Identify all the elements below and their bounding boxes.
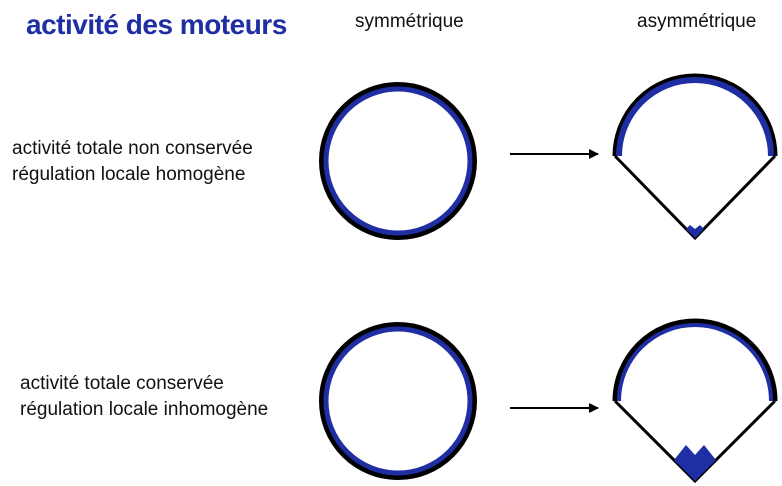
row-2-asymmetric-shape xyxy=(612,318,778,484)
row-2-motor-accumulation xyxy=(674,445,716,481)
row-2-line-2: régulation locale inhomogène xyxy=(20,399,269,420)
diagram-title: activité des moteurs xyxy=(26,9,287,40)
column-header-symmetric: symmétrique xyxy=(355,11,464,32)
row-2-symmetric-circle xyxy=(319,322,477,480)
row-2-label: activité totale conservée régulation loc… xyxy=(20,371,268,423)
row-2-line-1: activité totale conservée xyxy=(20,373,224,394)
row-1-line-1: activité totale non conservée xyxy=(12,138,253,159)
row-1-motor-accumulation xyxy=(686,225,704,238)
row-1-line-2: régulation locale homogène xyxy=(12,164,246,185)
column-header-asymmetric: asymmétrique xyxy=(637,11,757,32)
row-1-symmetric-circle xyxy=(319,82,477,240)
row-1-label: activité totale non conservée régulation… xyxy=(12,136,253,188)
row-1-asymmetric-shape xyxy=(612,73,778,241)
